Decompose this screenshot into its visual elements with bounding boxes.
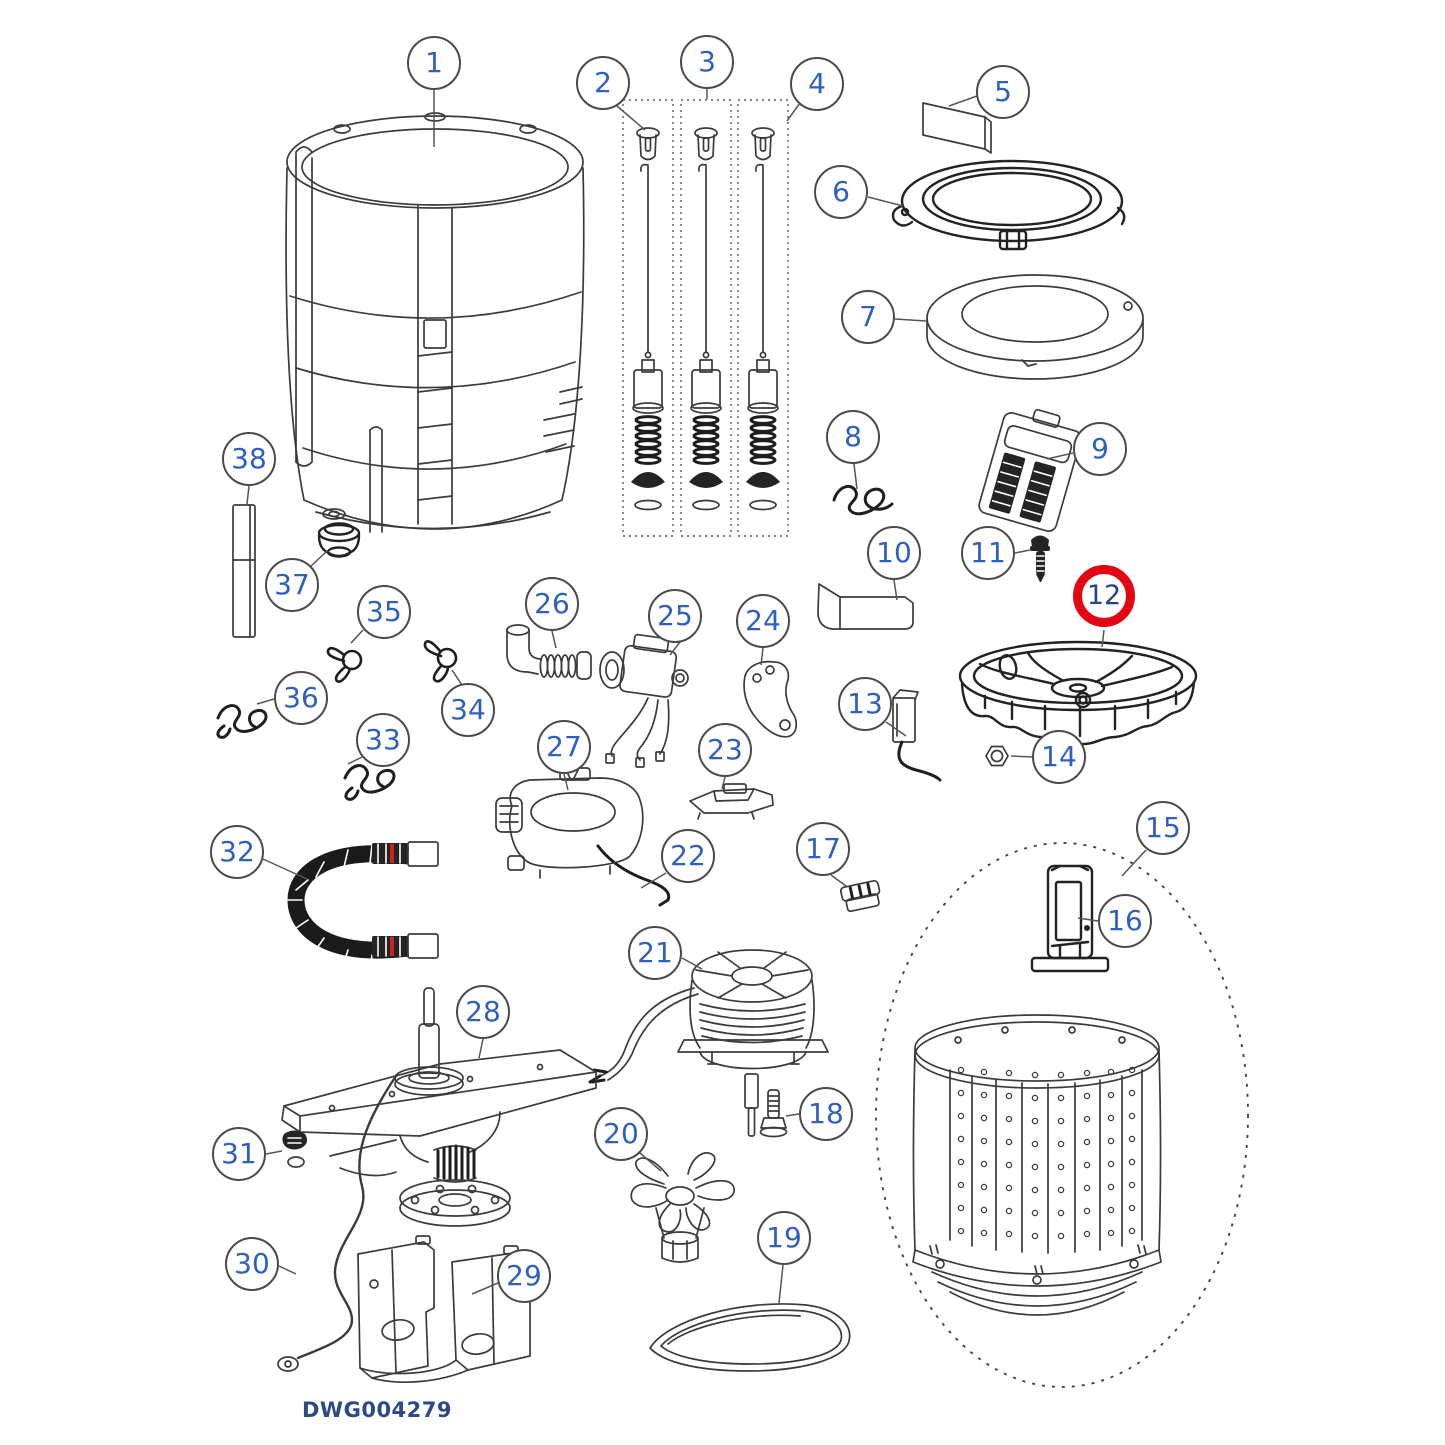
part-15-basket-assembly-boundary xyxy=(876,843,1248,1387)
part-12-rotor-illustration xyxy=(960,642,1196,744)
callout-21[interactable]: 21 xyxy=(628,926,682,980)
callout-34[interactable]: 34 xyxy=(441,683,495,737)
callout-3[interactable]: 3 xyxy=(680,35,734,89)
part-9-dispenser-illustration xyxy=(977,401,1085,533)
part-23-bracket-illustration xyxy=(690,784,773,819)
callout-16[interactable]: 16 xyxy=(1098,894,1152,948)
callout-12-highlighted[interactable]: 12 xyxy=(1073,565,1135,627)
callout-7[interactable]: 7 xyxy=(841,290,895,344)
part-7-balance-ring-illustration xyxy=(927,275,1143,379)
part-11-screw-illustration xyxy=(1030,535,1050,582)
part-10-bracket-illustration xyxy=(818,584,913,629)
callout-6[interactable]: 6 xyxy=(814,165,868,219)
callout-11[interactable]: 11 xyxy=(961,526,1015,580)
callout-24[interactable]: 24 xyxy=(736,594,790,648)
callout-25[interactable]: 25 xyxy=(648,589,702,643)
part-4-suspension-rod-illustration xyxy=(738,100,788,536)
callout-32[interactable]: 32 xyxy=(210,825,264,879)
callout-20[interactable]: 20 xyxy=(594,1107,648,1161)
callout-13[interactable]: 13 xyxy=(838,677,892,731)
callout-4[interactable]: 4 xyxy=(790,57,844,111)
part-26-hose-illustration xyxy=(507,625,591,679)
part-8-wire-tie-illustration xyxy=(834,486,892,513)
part-37-grommet-illustration xyxy=(319,524,359,557)
callout-14[interactable]: 14 xyxy=(1032,730,1086,784)
part-34-clamp-illustration xyxy=(425,641,456,681)
callout-10[interactable]: 10 xyxy=(867,526,921,580)
part-28-gearcase-illustration xyxy=(282,988,596,1226)
basket-holes xyxy=(958,1067,1134,1238)
part-21-motor-illustration xyxy=(590,950,828,1136)
callout-18[interactable]: 18 xyxy=(799,1087,853,1141)
callout-28[interactable]: 28 xyxy=(456,985,510,1039)
part-13-sensor-illustration xyxy=(893,690,940,780)
part-31-clip-illustration xyxy=(282,1130,308,1168)
callout-35[interactable]: 35 xyxy=(357,585,411,639)
part-32-u-hose-illustration xyxy=(288,842,438,971)
part-25-valve-illustration xyxy=(600,633,688,767)
callout-26[interactable]: 26 xyxy=(525,577,579,631)
part-27-pump-illustration xyxy=(496,768,643,878)
part-36-wire-tie-illustration xyxy=(218,706,266,738)
part-38-tube-illustration xyxy=(233,505,255,637)
part-2-suspension-rod-illustration xyxy=(623,100,673,536)
callout-36[interactable]: 36 xyxy=(274,671,328,725)
part-24-lever-illustration xyxy=(744,662,796,737)
part-1-outer-tub-illustration xyxy=(286,113,584,532)
callout-9[interactable]: 9 xyxy=(1073,422,1127,476)
callout-15[interactable]: 15 xyxy=(1136,801,1190,855)
part-3-suspension-rod-illustration xyxy=(681,100,731,536)
callout-22[interactable]: 22 xyxy=(661,829,715,883)
callout-29[interactable]: 29 xyxy=(497,1249,551,1303)
part-30-wire-illustration xyxy=(278,1076,396,1371)
callout-30[interactable]: 30 xyxy=(225,1237,279,1291)
part-16-drive-block-illustration xyxy=(1032,866,1108,971)
callout-2[interactable]: 2 xyxy=(576,56,630,110)
basket-illustration xyxy=(913,1015,1161,1315)
callout-37[interactable]: 37 xyxy=(265,558,319,612)
part-6-tub-cover-illustration xyxy=(893,161,1124,249)
part-33-wire-tie-illustration xyxy=(345,766,394,800)
callout-33[interactable]: 33 xyxy=(356,713,410,767)
part-5-pad-illustration xyxy=(923,103,991,153)
part-19-belt-illustration xyxy=(650,1304,850,1371)
part-14-nut-illustration xyxy=(986,747,1008,766)
callout-23[interactable]: 23 xyxy=(698,723,752,777)
part-18-bolt-illustration xyxy=(761,1090,787,1137)
callout-19[interactable]: 19 xyxy=(757,1211,811,1265)
part-22-harness-illustration xyxy=(598,846,669,905)
callout-38[interactable]: 38 xyxy=(222,432,276,486)
callout-31[interactable]: 31 xyxy=(212,1127,266,1181)
callout-8[interactable]: 8 xyxy=(826,410,880,464)
callout-1[interactable]: 1 xyxy=(407,36,461,90)
callout-17[interactable]: 17 xyxy=(796,822,850,876)
callout-27[interactable]: 27 xyxy=(537,720,591,774)
leader-lines xyxy=(247,89,1146,1303)
part-20-impeller-illustration xyxy=(631,1153,734,1262)
drawing-number: DWG004279 xyxy=(302,1398,453,1422)
callout-5[interactable]: 5 xyxy=(976,65,1030,119)
part-17-clamp-block-illustration xyxy=(840,880,882,912)
part-35-clamp-illustration xyxy=(328,648,361,681)
